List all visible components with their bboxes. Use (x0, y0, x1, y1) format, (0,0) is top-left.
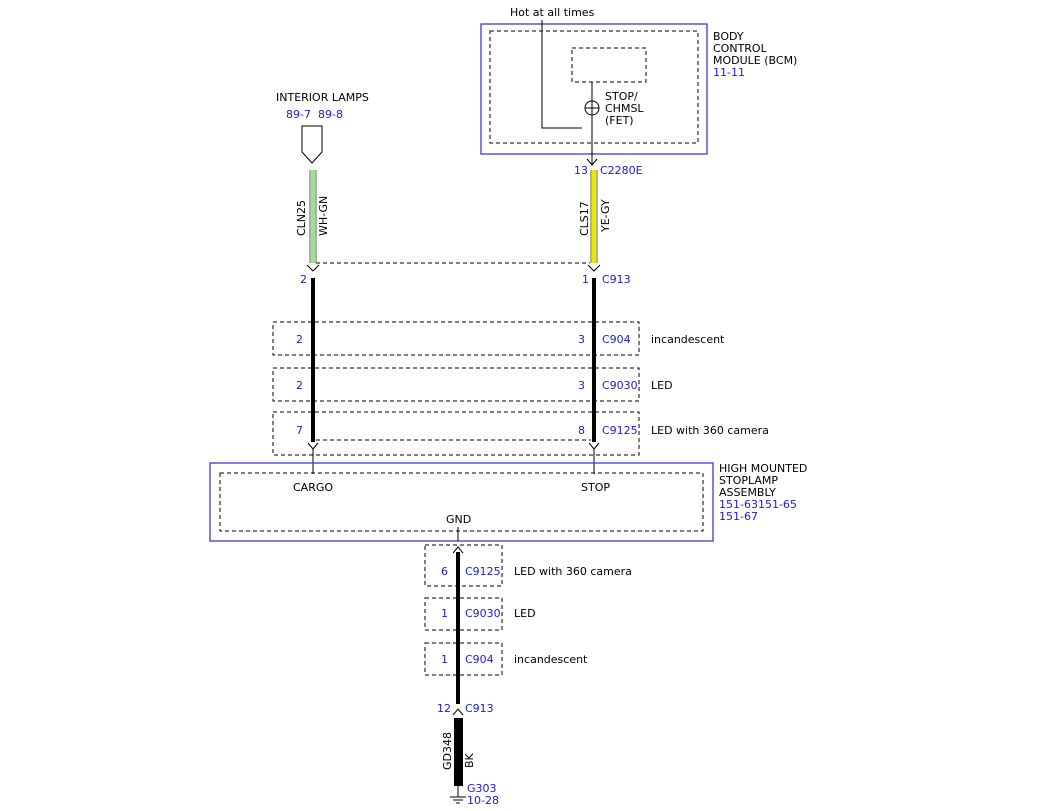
hmsl-name-2: STOPLAMP (719, 474, 778, 487)
variant-1-connector: C904 (602, 333, 631, 346)
hmsl-inner (219, 472, 704, 532)
variant-1-stop-pin: 3 (578, 333, 585, 346)
stop-circuit: CLS17 (578, 201, 591, 236)
bcm-switch-label-2: CHMSL (605, 102, 644, 115)
variant-3-connector: C9125 (602, 424, 638, 437)
ground-circuit: GD348 (441, 732, 454, 770)
variant-2-connector: C9030 (602, 379, 638, 392)
c913-name: C913 (602, 273, 631, 286)
bcm-inner (489, 30, 699, 144)
lower-variant-2-pin: 1 (441, 607, 448, 620)
variant-1-cargo-pin: 2 (296, 333, 303, 346)
bcm-ref: 11-11 (713, 66, 745, 79)
lower-variant-3-connector: C904 (465, 653, 494, 666)
bcm-switch-label-3: (FET) (605, 114, 634, 127)
variant-1-label: incandescent (651, 333, 725, 346)
c913-stop-pin: 1 (582, 273, 589, 286)
stop-wire-color (592, 170, 596, 263)
lower-variant-2-connector: C9030 (465, 607, 501, 620)
stop-wire-color-label: YE-GY (599, 199, 612, 233)
interior-lamps-ref-1: 89-7 (286, 108, 311, 121)
interior-lamps-connector-icon (301, 125, 323, 164)
variant-box-incandescent-lower (424, 642, 503, 676)
ground-wire-bk (454, 718, 463, 786)
bcm-outline (480, 23, 708, 155)
bcm-hot-feed (541, 20, 582, 129)
ground-point-name: G303 (467, 782, 497, 795)
variant-box-360-upper (272, 411, 640, 456)
ground-wire-color-label: BK (463, 752, 476, 768)
hmsl-name-3: ASSEMBLY (719, 486, 776, 499)
lower-variant-1-connector: C9125 (465, 565, 501, 578)
bcm-connector: C2280E (600, 164, 643, 177)
c913-cargo-pin: 2 (300, 273, 307, 286)
bcm-switch-label-1: STOP/ (605, 90, 638, 103)
hmsl-cargo-label: CARGO (293, 481, 333, 494)
hmsl-name-1: HIGH MOUNTED (719, 462, 807, 475)
ground-symbol-icon (450, 796, 466, 804)
ground-point-ref: 10-28 (467, 794, 499, 807)
lower-variant-1-label: LED with 360 camera (514, 565, 632, 578)
cargo-wire-color (311, 170, 315, 263)
variant-3-label: LED with 360 camera (651, 424, 769, 437)
lower-variant-3-pin: 1 (441, 653, 448, 666)
hmsl-outline (209, 462, 714, 542)
variant-2-cargo-pin: 2 (296, 379, 303, 392)
variant-box-led-upper (272, 367, 640, 402)
interior-lamps-ref-2: 89-8 (318, 108, 343, 121)
variant-2-label: LED (651, 379, 673, 392)
hmsl-ref-1: 151-63151-65 (719, 498, 797, 511)
variant-3-cargo-pin: 7 (296, 424, 303, 437)
variant-box-incandescent-upper (272, 321, 640, 356)
hot-at-all-times-label: Hot at all times (510, 6, 595, 19)
c913-ground-name: C913 (465, 702, 494, 715)
variant-2-stop-pin: 3 (578, 379, 585, 392)
bcm-name-2: CONTROL (713, 42, 768, 55)
interior-lamps-title: INTERIOR LAMPS (276, 91, 369, 104)
lower-variant-1-pin: 6 (441, 565, 448, 578)
hmsl-stop-label: STOP (581, 481, 610, 494)
cargo-circuit: CLN25 (295, 200, 308, 236)
variant-box-led-lower (424, 597, 503, 631)
hmsl-ref-2: 151-67 (719, 510, 758, 523)
bcm-pin: 13 (574, 164, 588, 177)
c913-ground-pin: 12 (437, 702, 451, 715)
cargo-wire-color-label: WH-GN (317, 196, 330, 236)
lower-variant-3-label: incandescent (514, 653, 588, 666)
lower-variant-2-label: LED (514, 607, 536, 620)
bcm-name-3: MODULE (BCM) (713, 54, 797, 67)
hmsl-gnd-label: GND (446, 513, 471, 526)
variant-3-stop-pin: 8 (578, 424, 585, 437)
variant-box-360-lower (424, 544, 503, 587)
bcm-name-1: BODY (713, 30, 744, 43)
bcm-sub-box (571, 47, 647, 83)
